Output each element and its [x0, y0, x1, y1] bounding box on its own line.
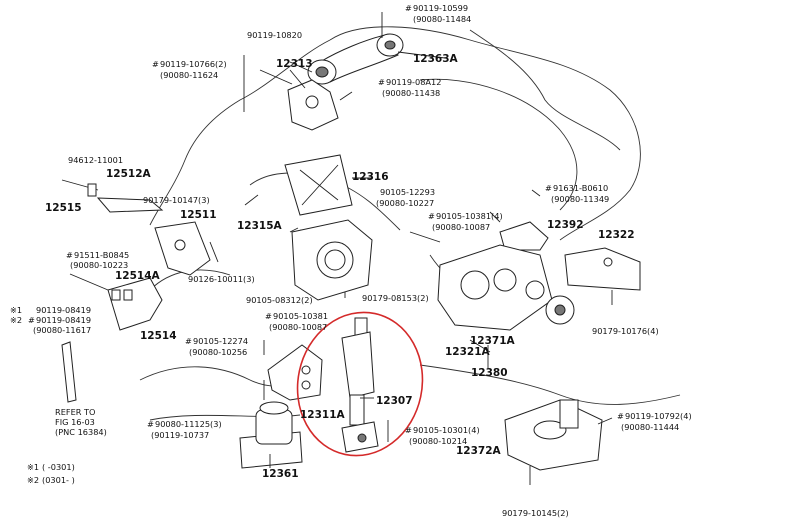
label-90080-11438: (90080-11438: [382, 88, 440, 98]
highlight-ellipse: [296, 311, 424, 457]
part-12316-plate: [284, 154, 372, 216]
label-12361: 12361: [262, 468, 299, 480]
label-12511: 12511: [180, 209, 217, 221]
label-90179-10147: 90179-10147(3): [143, 195, 210, 205]
label-12392: 12392: [547, 219, 584, 231]
label-90105-08312: 90105-08312(2): [246, 295, 313, 305]
label-90080-11444: (90080-11444: [621, 422, 679, 432]
label-94612-11001: 94612-11001: [68, 155, 123, 165]
label-90080-11349: (90080-11349: [551, 194, 609, 204]
label-12380: 12380: [471, 367, 508, 379]
label-90119-10599: 90119-10599: [413, 3, 468, 13]
part-12372A-mount: [504, 399, 613, 485]
part-12512A-bracket: [61, 179, 164, 213]
label-12515: 12515: [45, 202, 82, 214]
label-12316: 12316: [352, 171, 389, 183]
leader-lines: [244, 61, 491, 468]
part-12307-torque-rod: [341, 317, 389, 453]
label-refer-to: REFER TO: [55, 407, 95, 417]
part-labels: # 90119-10599 (90080-11484 90119-10820 1…: [10, 3, 692, 518]
label-12322: 12322: [598, 229, 635, 241]
label-90119-08A12: 90119-08A12: [386, 77, 441, 87]
mark-hash: #: [545, 183, 552, 193]
note2-text: (0301- ): [42, 475, 75, 485]
label-12307: 12307: [376, 395, 413, 407]
label-90119-08419-a: 90119-08419: [36, 305, 91, 315]
label-91511-B0845: 91511-B0845: [74, 250, 129, 260]
label-90105-10381-b: 90105-10381: [273, 311, 328, 321]
mark-hash: #: [66, 250, 73, 260]
mark-hash: #: [28, 315, 35, 325]
label-refer-fig: FIG 16-03: [55, 417, 95, 427]
mark-star2: ※2: [10, 315, 22, 325]
label-90080-10227: (90080-10227: [376, 198, 434, 208]
label-12512A: 12512A: [106, 168, 152, 180]
label-12315A: 12315A: [237, 220, 283, 232]
mark-hash: #: [265, 311, 272, 321]
part-12361-engine-mount: [239, 380, 303, 469]
label-90080-11617: (90080-11617: [33, 325, 91, 335]
label-12311A: 12311A: [300, 409, 346, 421]
label-90126-10011: 90126-10011(3): [188, 274, 255, 284]
label-90119-10820: 90119-10820: [247, 30, 302, 40]
label-90080-11125: 90080-11125(3): [155, 419, 222, 429]
part-12313-bracket: [243, 55, 353, 131]
mark-hash: #: [378, 77, 385, 87]
label-90080-10087-a: (90080-10087: [432, 222, 490, 232]
part-12315A-mount-bracket: [291, 219, 373, 301]
mark-hash: #: [405, 3, 412, 13]
mark-star1: ※1: [10, 305, 22, 315]
label-90080-11484: (90080-11484: [413, 14, 471, 24]
note1-text: ( -0301): [42, 462, 75, 472]
label-90080-10223: (90080-10223: [70, 260, 128, 270]
label-90080-10214: (90080-10214: [409, 436, 467, 446]
note1-mark: ※1: [27, 462, 39, 472]
part-12511-bracket: [154, 221, 219, 276]
label-90105-12293: 90105-12293: [380, 187, 435, 197]
mark-hash: #: [405, 425, 412, 435]
label-90179-10145: 90179-10145(2): [502, 508, 569, 518]
label-90119-10792: 90119-10792(4): [625, 411, 692, 421]
label-90080-10256: (90080-10256: [189, 347, 247, 357]
label-12371A: 12371A: [470, 335, 516, 347]
mark-hash: #: [152, 59, 159, 69]
part-12514-bracket: [61, 273, 163, 403]
part-12363A-top-mount: [307, 12, 446, 85]
label-90105-10381-a: 90105-10381(4): [436, 211, 503, 221]
label-12372A: 12372A: [456, 445, 502, 457]
part-12322-bracket: [564, 247, 641, 305]
label-12363A: 12363A: [413, 53, 459, 65]
label-90119-10737: (90119-10737: [151, 430, 209, 440]
label-90119-08419-b: 90119-08419: [36, 315, 91, 325]
label-90080-10087-b: (90080-10087: [269, 322, 327, 332]
note2-mark: ※2: [27, 475, 39, 485]
label-90080-11624: (90080-11624: [160, 70, 218, 80]
label-12313: 12313: [276, 58, 313, 70]
label-90105-12274: 90105-12274: [193, 336, 248, 346]
part-12321A-transmission-mount: [409, 231, 575, 331]
label-90105-10301: 90105-10301(4): [413, 425, 480, 435]
label-90179-10176: 90179-10176(4): [592, 326, 659, 336]
label-12514: 12514: [140, 330, 177, 342]
part-12311A-bracket: [263, 340, 323, 401]
mark-hash: #: [428, 211, 435, 221]
label-91631-B0610: 91631-B0610: [553, 183, 608, 193]
mark-hash: #: [185, 336, 192, 346]
label-90179-08153: 90179-08153(2): [362, 293, 429, 303]
label-90119-10766: 90119-10766(2): [160, 59, 227, 69]
label-refer-pnc: (PNC 16384): [55, 427, 107, 437]
mark-hash: #: [617, 411, 624, 421]
label-12321A: 12321A: [445, 346, 491, 358]
mark-hash: #: [147, 419, 154, 429]
label-12514A: 12514A: [115, 270, 161, 282]
